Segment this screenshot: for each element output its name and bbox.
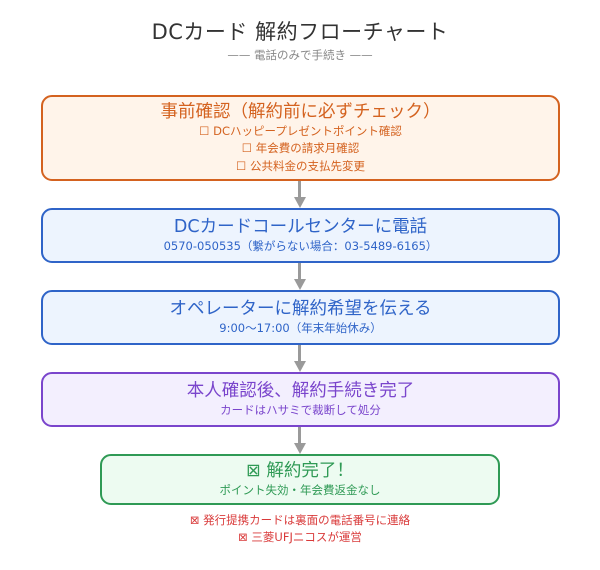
flow-arrow-down-icon: [294, 263, 306, 290]
flow-arrow-down-icon: [294, 345, 306, 372]
page-title: DCカード 解約フローチャート: [151, 20, 449, 44]
step-call-center: DCカードコールセンターに電話 0570-050535（繋がらない場合：03-5…: [41, 208, 560, 263]
checklist-item-utilities: ☐ 公共料金の支払先変更: [236, 158, 365, 173]
step-tell-operator: オペレーターに解約希望を伝える 9:00〜17:00（年末年始休み）: [41, 290, 560, 345]
footnotes: ⊠ 発行提携カードは裏面の電話番号に連絡 ⊠ 三菱UFJニコスが運営: [0, 512, 600, 546]
step-identity-verification: 本人確認後、解約手続き完了 カードはハサミで裁断して処分: [41, 372, 560, 427]
footnote-operator: ⊠ 三菱UFJニコスが運営: [238, 530, 362, 544]
checklist-item-annual-fee: ☐ 年会費の請求月確認: [241, 141, 360, 156]
checklist-item-points: ☐ DCハッピープレゼントポイント確認: [199, 123, 402, 138]
flow-arrow-down-icon: [294, 181, 306, 208]
step-pre-check: 事前確認（解約前に必ずチェック） ☐ DCハッピープレゼントポイント確認 ☐ 年…: [41, 95, 560, 181]
page-subtitle: —— 電話のみで手続き ——: [227, 48, 373, 62]
step-title: オペレーターに解約希望を伝える: [169, 299, 432, 319]
business-hours: 9:00〜17:00（年末年始休み）: [219, 321, 382, 335]
step-title: 本人確認後、解約手続き完了: [186, 381, 415, 401]
flow-arrow-down-icon: [294, 427, 306, 454]
card-disposal-note: カードはハサミで裁断して処分: [220, 403, 381, 417]
step-title: DCカードコールセンターに電話: [173, 217, 428, 237]
step-title: ⊠ 解約完了！: [246, 461, 354, 481]
footnote-partner-cards: ⊠ 発行提携カードは裏面の電話番号に連絡: [189, 513, 411, 527]
step-complete: ⊠ 解約完了！ ポイント失効・年会費返金なし: [100, 454, 500, 505]
phone-numbers: 0570-050535（繋がらない場合：03-5489-6165）: [163, 239, 438, 253]
completion-note: ポイント失効・年会費返金なし: [219, 483, 381, 497]
step-title: 事前確認（解約前に必ずチェック）: [160, 101, 441, 122]
